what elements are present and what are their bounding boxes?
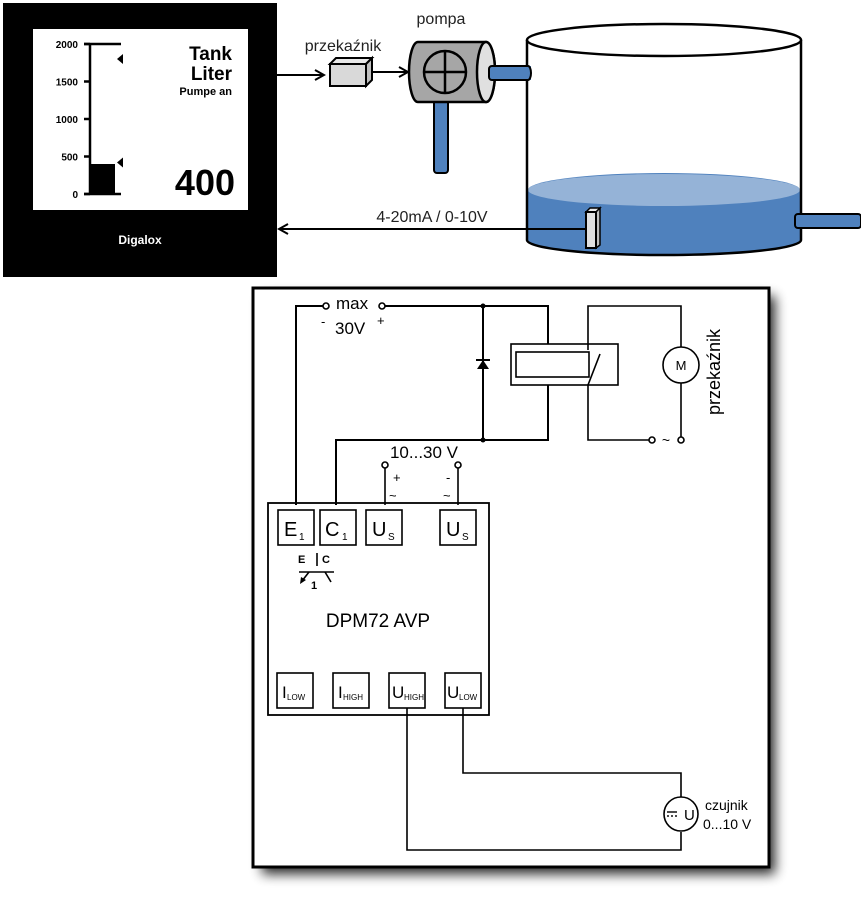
terminal-u-low: U LOW <box>444 672 482 709</box>
us-plus-terminal <box>381 461 389 469</box>
pump-icon <box>407 40 532 174</box>
us-plus-ac: ~ <box>389 488 397 503</box>
schematic-relay-label: przekaźnik <box>704 328 724 415</box>
terminal-sub: HIGH <box>343 693 363 702</box>
terminal-sub: HIGH <box>404 693 424 702</box>
wire-e1 <box>295 305 323 505</box>
supply-terminal-minus <box>322 302 330 310</box>
transistor-number: 1 <box>311 580 317 592</box>
tank-icon <box>500 22 861 257</box>
terminal-label: U <box>447 683 459 702</box>
terminal-i-high: I HIGH <box>332 672 370 709</box>
us-minus-sign: - <box>446 470 450 485</box>
sensor-range: 0...10 V <box>703 816 752 832</box>
display-value: 400 <box>175 162 235 203</box>
us-minus-ac: ~ <box>443 488 451 503</box>
terminal-sub: LOW <box>459 693 478 702</box>
wire-motor-top <box>587 305 682 350</box>
motor-label: M <box>676 358 687 373</box>
ac-source-symbol: ~ <box>662 432 670 448</box>
motor-icon <box>662 346 700 384</box>
terminal-label: I <box>282 683 287 702</box>
transistor-e-label: E <box>298 554 305 566</box>
display-status: Pumpe an <box>179 86 232 98</box>
pump-outlet-pipe <box>433 92 449 174</box>
terminal-sub: LOW <box>287 693 306 702</box>
terminal-sub: S <box>462 532 469 543</box>
lower-setpoint-marker-icon <box>117 157 123 168</box>
terminal-label: C <box>325 519 339 541</box>
sensor-icon <box>663 796 699 832</box>
dpm72-device <box>267 502 490 716</box>
relay-contact-icon <box>587 353 601 386</box>
supply-plus-sign: + <box>377 313 385 328</box>
diode-icon <box>476 359 490 369</box>
wire-u-low <box>462 708 682 797</box>
wire-c1 <box>335 385 549 505</box>
sensor-label: czujnik <box>705 797 749 813</box>
level-sensor-icon <box>584 206 602 250</box>
ac-terminal-1 <box>648 436 656 444</box>
dc-symbol-icon <box>667 811 677 817</box>
scale-tick-label: 1000 <box>56 115 79 126</box>
wire-supply-plus <box>385 305 549 345</box>
terminal-sub: 1 <box>342 532 348 543</box>
level-bar <box>91 164 115 194</box>
wire-relay-ac <box>587 385 649 441</box>
supply-max-label: max <box>336 294 369 313</box>
terminal-label: U <box>392 683 404 702</box>
scale-tick-label: 500 <box>61 153 78 164</box>
supply-range-label: 10...30 V <box>390 443 459 462</box>
pump-label: pompa <box>417 11 466 28</box>
tank-outlet-pipe <box>794 213 861 229</box>
digalox-display: 2000 1500 1000 500 0 Tank Liter Pumpe an 400… <box>3 3 277 277</box>
terminal-e1: E 1 <box>277 509 315 546</box>
terminal-label: U <box>446 519 460 541</box>
display-screen <box>33 29 248 210</box>
supply-voltage-label: 30V <box>335 319 366 338</box>
supply-minus-sign: - <box>321 314 325 329</box>
sensor-symbol: U <box>684 807 695 824</box>
display-unit: Liter <box>191 64 233 85</box>
transistor-c-label: C <box>322 554 330 566</box>
brand-label: Digalox <box>118 233 162 247</box>
transistor-output-icon: E C 1 <box>298 553 334 592</box>
us-plus-sign: + <box>393 470 401 485</box>
terminal-us-minus: U S <box>439 509 477 546</box>
upper-setpoint-marker-icon <box>117 54 123 64</box>
us-minus-terminal <box>454 461 462 469</box>
supply-terminal-plus <box>378 302 386 310</box>
tank-rim <box>525 22 803 58</box>
signal-label: 4-20mA / 0-10V <box>376 209 488 226</box>
water-surface <box>528 174 800 206</box>
terminal-u-high: U HIGH <box>388 672 426 709</box>
junction-dot <box>480 303 486 309</box>
ac-terminal-2 <box>677 436 685 444</box>
scale-tick-label: 0 <box>72 190 78 201</box>
terminal-c1: C 1 <box>319 509 357 546</box>
terminal-i-low: I LOW <box>276 672 314 709</box>
relay-coil-icon <box>510 343 619 386</box>
process-illustration: przekaźnik pompa <box>277 11 861 257</box>
relay-label: przekaźnik <box>305 38 382 55</box>
display-title: Tank <box>189 44 232 65</box>
terminal-us-plus: U S <box>365 509 403 546</box>
wiring-schematic: max 30V - + ~ M przekaźnik 10...30 V <box>251 286 775 874</box>
scale-tick-label: 1500 <box>56 78 79 89</box>
terminal-label: I <box>338 683 343 702</box>
scale-tick-label: 2000 <box>56 40 79 51</box>
terminal-label: E <box>284 519 297 541</box>
relay-icon <box>327 55 375 89</box>
terminal-sub: 1 <box>299 532 305 543</box>
terminal-sub: S <box>388 532 395 543</box>
bargraph-scale: 2000 1500 1000 500 0 <box>56 40 123 201</box>
device-name: DPM72 AVP <box>326 611 430 632</box>
wire-u-high <box>406 708 682 851</box>
terminal-label: U <box>372 519 386 541</box>
